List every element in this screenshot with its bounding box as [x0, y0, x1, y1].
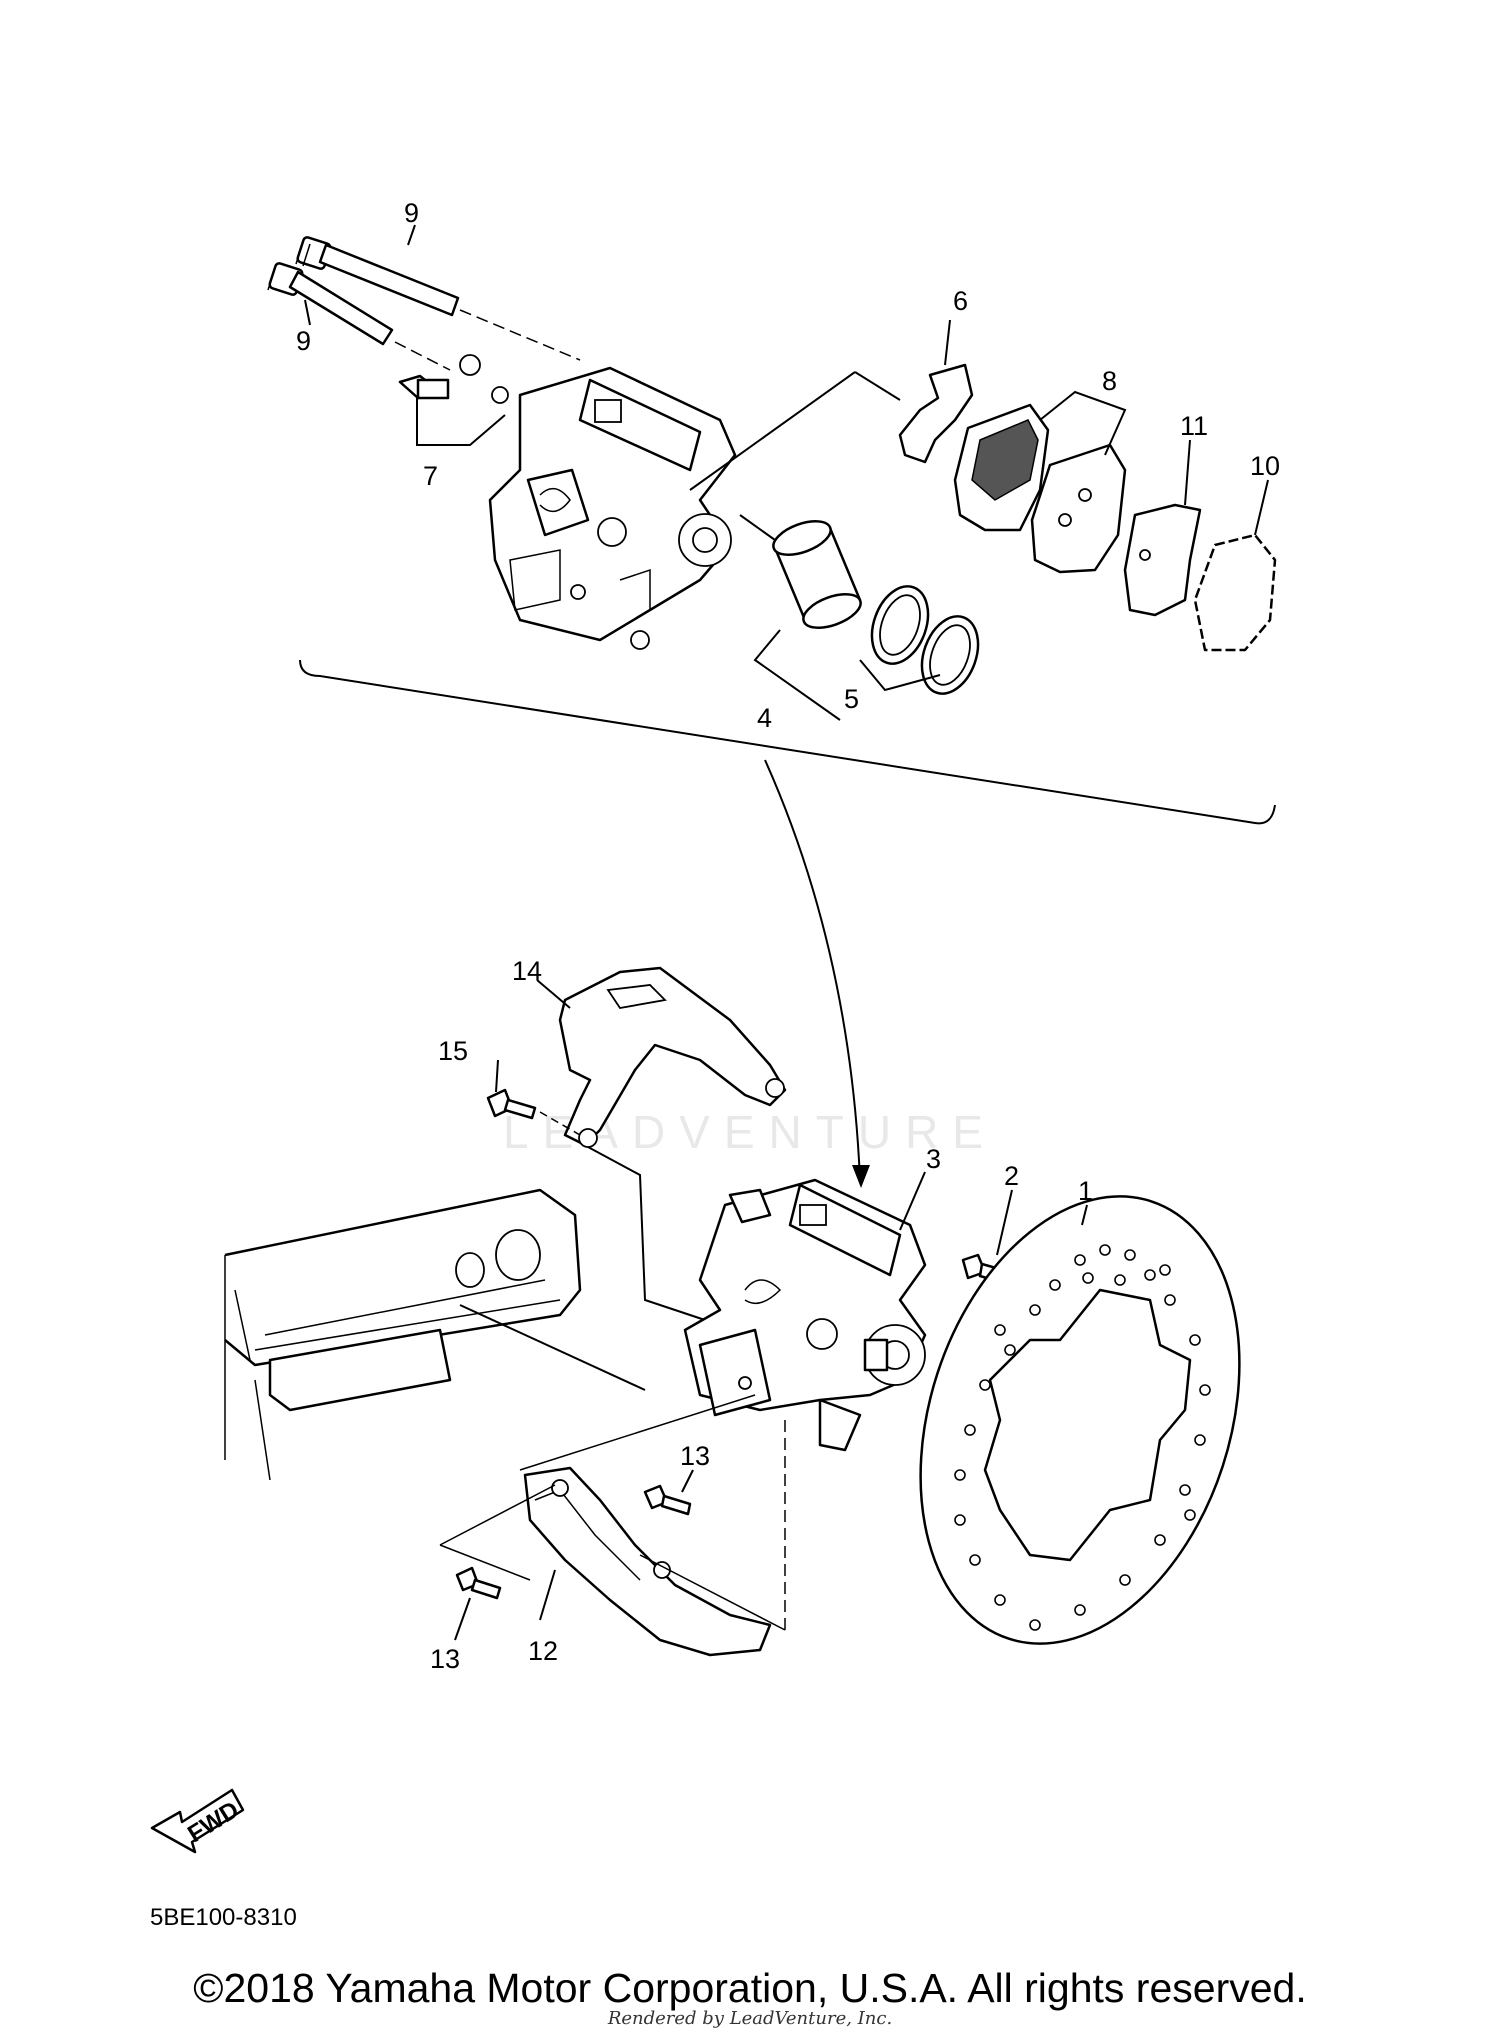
installed-assembly-view: 3 2 1 14 15 13 13 12	[224, 956, 1293, 1685]
callout-13-lower: 13	[430, 1644, 460, 1674]
caliper-body-exploded[interactable]	[488, 366, 737, 650]
swingarm	[224, 1188, 582, 1481]
callout-4: 4	[757, 703, 772, 733]
caliper-exploded-view: 9 9 7 6 8 11 10 4 5	[267, 198, 1280, 825]
callout-13-upper: 13	[680, 1441, 710, 1471]
callout-8: 8	[1102, 366, 1117, 396]
part-6-pad-support[interactable]	[689, 363, 974, 491]
callout-9-lower: 9	[296, 326, 311, 356]
copyright-notice: ©2018 Yamaha Motor Corporation, U.S.A. A…	[193, 1965, 1307, 2011]
part-3-caliper-assembly[interactable]	[683, 1171, 927, 1630]
callout-6: 6	[953, 286, 968, 316]
part-14-caliper-bracket[interactable]	[536, 966, 787, 1148]
disc-holes	[954, 1244, 1211, 1631]
callout-7: 7	[423, 461, 438, 491]
part-15-bolt[interactable]	[486, 1059, 581, 1136]
grouping-bracket	[299, 659, 1276, 825]
callout-2: 2	[1004, 1161, 1019, 1191]
callout-12: 12	[528, 1636, 558, 1666]
callout-3: 3	[926, 1144, 941, 1174]
callout-10: 10	[1250, 451, 1280, 481]
part-8-brake-pads[interactable]	[953, 390, 1127, 574]
part-5-seals[interactable]	[859, 579, 988, 702]
part-9-pin-upper[interactable]	[295, 236, 460, 317]
part-13-bolt-upper[interactable]	[643, 1469, 694, 1516]
rendered-by-note: Rendered by LeadVenture, Inc.	[607, 2008, 893, 2029]
part-13-bolt-lower[interactable]	[454, 1566, 502, 1641]
part-9-pin-lower[interactable]	[267, 262, 394, 346]
callout-14: 14	[512, 956, 542, 986]
part-1-brake-disc[interactable]	[866, 1155, 1293, 1685]
part-4-piston[interactable]	[739, 514, 865, 721]
part-10-shim[interactable]	[1193, 479, 1277, 652]
callout-9-upper: 9	[404, 198, 419, 228]
part-12-caliper-guard[interactable]	[439, 1394, 786, 1657]
part-11-shim[interactable]	[1123, 439, 1202, 617]
diagram-code: 5BE100-8310	[150, 1904, 297, 1931]
fwd-arrow-icon: FWD	[150, 1788, 245, 1854]
arrow-head	[852, 1165, 870, 1188]
callout-5: 5	[844, 684, 859, 714]
callout-11: 11	[1180, 411, 1208, 441]
callout-1: 1	[1078, 1176, 1093, 1206]
assembly-arrow	[764, 759, 861, 1181]
callout-15: 15	[438, 1036, 468, 1066]
part-7-bleed-screw[interactable]	[398, 354, 509, 446]
